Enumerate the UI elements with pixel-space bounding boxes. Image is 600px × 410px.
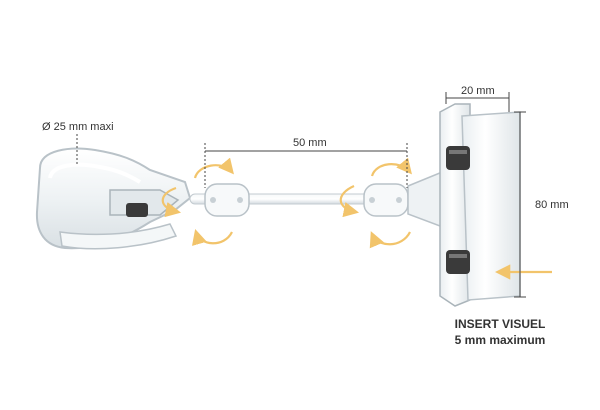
holder-hinge-top (446, 146, 470, 170)
clip-hinge (126, 203, 148, 217)
rotate-arrow-icon (161, 157, 234, 246)
holder-hinge-bottom (446, 250, 470, 274)
sign-holder (407, 103, 521, 307)
rod-assembly (189, 183, 421, 217)
insert-subtitle: 5 mm maximum (455, 333, 546, 347)
length-label: 50 mm (293, 137, 327, 149)
diameter-label: Ø 25 mm maxi (42, 121, 114, 133)
clip (35, 147, 192, 250)
clip-lever (59, 223, 178, 250)
ball-joint-right (363, 183, 409, 217)
height-label: 80 mm (535, 199, 569, 211)
insert-title: INSERT VISUEL (455, 317, 546, 331)
clip-highlight (48, 162, 142, 184)
rotate-arrow-icon (339, 157, 412, 249)
width-label: 20 mm (461, 85, 495, 97)
dimension-lines (76, 92, 526, 298)
ball-joint-left (204, 183, 250, 217)
